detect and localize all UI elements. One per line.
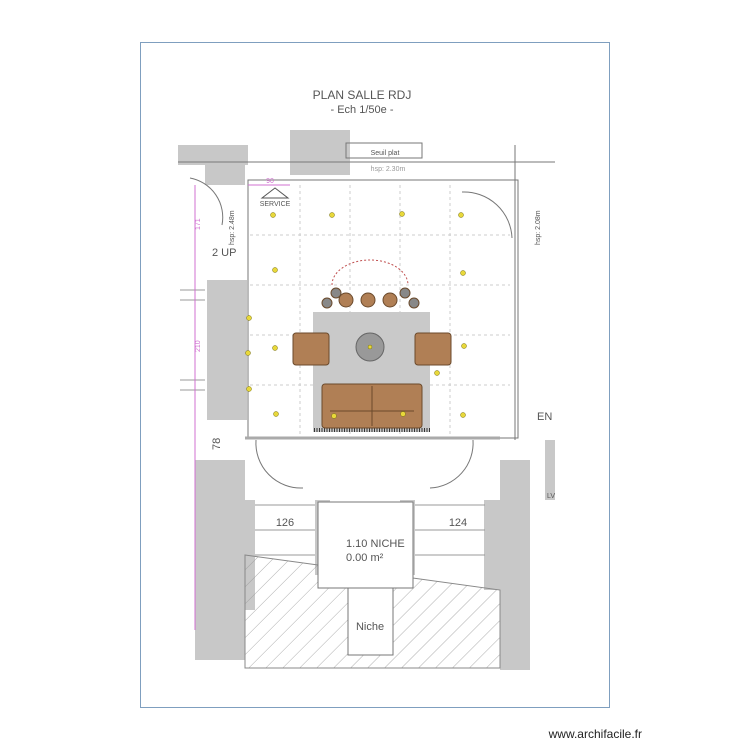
niche (347, 587, 394, 656)
dim-210-label: 210 (195, 340, 202, 352)
niche-room-label: 1.10 NICHE (346, 538, 405, 550)
sofa (321, 383, 423, 429)
niche-area-label: 0.00 m² (346, 552, 384, 564)
dimension-lines (194, 184, 290, 630)
height-right-label: hsp: 2.08m (535, 210, 542, 245)
dim-90-label: 90 (266, 178, 274, 185)
armchair-right (414, 332, 452, 366)
plan-scale: - Ech 1/50e - (331, 104, 394, 116)
entry-label: EN (537, 411, 552, 423)
stairs-label: 2 UP (212, 247, 236, 259)
page-frame (140, 42, 610, 708)
dining-chairs (321, 259, 420, 309)
ceiling-lights (245, 211, 467, 419)
plan-title: PLAN SALLE RDJ (313, 88, 412, 102)
stairs (180, 289, 485, 556)
height-top-label: hsp: 2.30m (371, 166, 406, 173)
dim-124-label: 124 (449, 517, 467, 529)
service-label: SERVICE (260, 201, 291, 208)
dim-78-label: 78 (211, 438, 223, 450)
door-swings (189, 177, 513, 489)
service-arrow-icon (260, 187, 290, 199)
armchair-left (292, 332, 330, 366)
lv-label: LV (547, 493, 555, 500)
dim-126-label: 126 (276, 517, 294, 529)
room-outline (178, 142, 555, 440)
footer-link[interactable]: www.archifacile.fr (548, 727, 642, 741)
niche-label: Niche (356, 621, 384, 633)
dim-171-label: 171 (195, 218, 202, 230)
height-left-label: hsp: 2.48m (229, 210, 236, 245)
threshold-label: Seuil plat (371, 150, 400, 157)
